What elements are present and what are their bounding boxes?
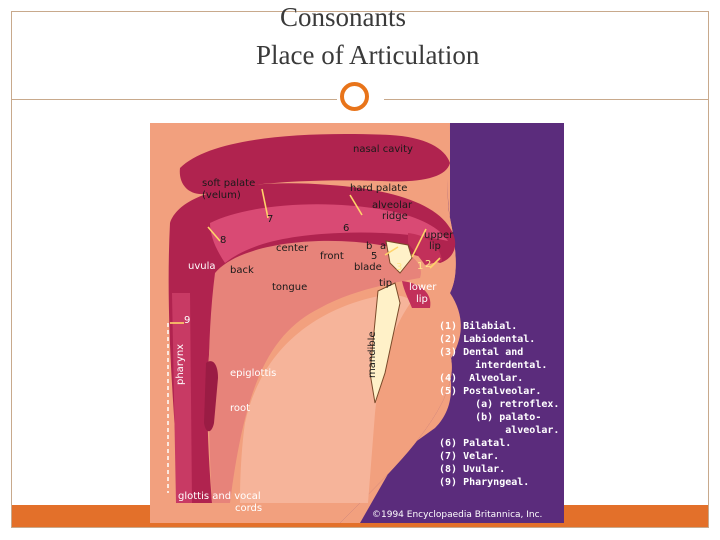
key-line-12: (8) Uvular. bbox=[439, 464, 505, 475]
place-number-8: 8 bbox=[220, 235, 226, 246]
label-upper: upper bbox=[424, 230, 454, 241]
label-hard-palate: hard palate bbox=[350, 183, 407, 194]
label-velum: (velum) bbox=[202, 190, 241, 201]
label-center: center bbox=[276, 243, 309, 254]
place-letter-b: b bbox=[366, 241, 372, 252]
label-tongue: tongue bbox=[272, 282, 307, 293]
place-number-7: 7 bbox=[267, 214, 273, 225]
vocal-tract-diagram: nasal cavity soft palate (velum) hard pa… bbox=[150, 123, 564, 523]
place-number-5: 5 bbox=[371, 251, 377, 262]
label-mandible: mandible bbox=[367, 331, 378, 378]
label-blade: blade bbox=[354, 262, 382, 273]
key-line-11: (7) Velar. bbox=[439, 451, 499, 462]
label-uvula: uvula bbox=[188, 261, 216, 272]
label-epiglottis: epiglottis bbox=[230, 368, 276, 379]
label-ridge: ridge bbox=[382, 211, 408, 222]
key-line-8: (b) palato- bbox=[439, 412, 541, 423]
place-number-6: 6 bbox=[343, 223, 349, 234]
label-root: root bbox=[230, 403, 250, 414]
place-number-2: 2 bbox=[425, 259, 431, 270]
label-back: back bbox=[230, 265, 254, 276]
label-lower: lower bbox=[409, 282, 437, 293]
key-line-6: (5) Postalveolar. bbox=[439, 386, 541, 397]
slide-subtitle: Place of Articulation bbox=[256, 40, 479, 71]
key-line-10: (6) Palatal. bbox=[439, 438, 511, 449]
place-number-3: 3 bbox=[396, 262, 402, 273]
label-lower-lip: lip bbox=[416, 294, 428, 305]
place-number-1: 1 bbox=[417, 261, 423, 272]
key-line-13: (9) Pharyngeal. bbox=[439, 477, 529, 488]
divider-ring-ornament bbox=[340, 82, 369, 111]
place-letter-a: a bbox=[380, 241, 386, 252]
label-pharynx: pharynx bbox=[175, 344, 186, 385]
label-nasal-cavity: nasal cavity bbox=[353, 144, 413, 155]
key-line-3: (3) Dental and bbox=[439, 347, 523, 358]
title-divider-right bbox=[384, 99, 709, 100]
vocal-tract-svg: nasal cavity soft palate (velum) hard pa… bbox=[150, 123, 564, 523]
label-soft-palate: soft palate bbox=[202, 178, 255, 189]
place-number-9: 9 bbox=[184, 315, 190, 326]
key-line-7: (a) retroflex. bbox=[439, 399, 559, 410]
label-cords: cords bbox=[235, 503, 262, 514]
slide-title: Consonants bbox=[280, 2, 406, 33]
key-line-9: alveolar. bbox=[439, 425, 559, 436]
key-line-2: (2) Labiodental. bbox=[439, 333, 535, 345]
label-glottis: glottis and vocal bbox=[178, 491, 261, 502]
key-line-1: (1) Bilabial. bbox=[439, 320, 517, 332]
label-upper-lip: lip bbox=[429, 241, 441, 252]
copyright-notice: ©1994 Encyclopaedia Britannica, Inc. bbox=[372, 510, 542, 520]
label-front: front bbox=[320, 251, 344, 262]
key-line-4: interdental. bbox=[439, 359, 547, 371]
key-line-5: (4) Alveolar. bbox=[439, 373, 523, 384]
label-alveolar: alveolar bbox=[372, 200, 413, 211]
title-divider-left bbox=[11, 99, 337, 100]
label-tip: tip bbox=[379, 278, 392, 289]
